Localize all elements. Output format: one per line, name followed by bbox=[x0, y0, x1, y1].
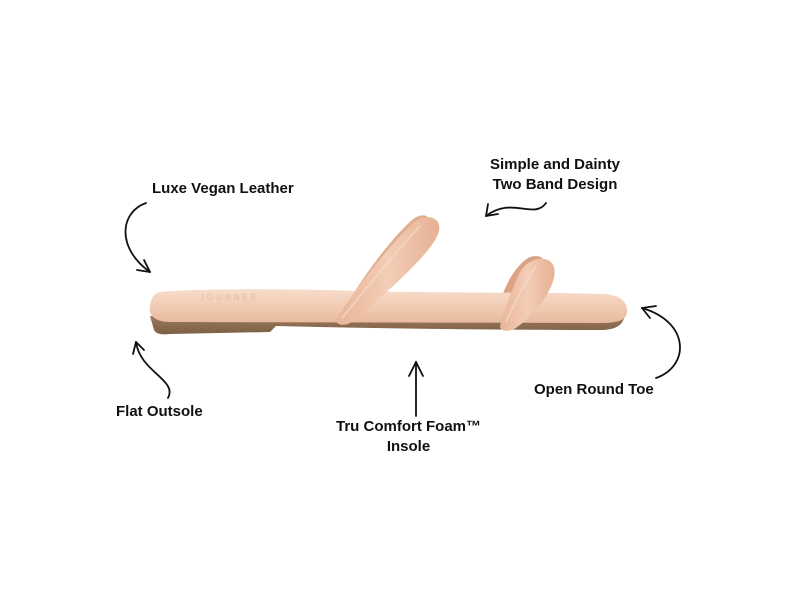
arrow-insole bbox=[408, 361, 424, 417]
callout-text-line-1: Tru Comfort Foam™ bbox=[336, 418, 481, 435]
callout-open-round-toe: Open Round Toe bbox=[534, 380, 654, 400]
callout-text: Open Round Toe bbox=[534, 381, 654, 398]
callout-text-line-2: Insole bbox=[386, 438, 431, 455]
svg-text:JOURNEE: JOURNEE bbox=[200, 293, 259, 302]
arrow-leather bbox=[124, 202, 151, 273]
arrow-outsole bbox=[132, 341, 171, 399]
strap-one bbox=[336, 217, 440, 325]
callout-text: Flat Outsole bbox=[116, 403, 203, 420]
callout-text-line-1: Simple and Dainty bbox=[490, 156, 621, 173]
callout-luxe-vegan-leather: Luxe Vegan Leather bbox=[152, 179, 294, 199]
callout-text-line-2: Two Band Design bbox=[492, 176, 618, 193]
callout-comfort-foam-insole: Tru Comfort Foam™ Insole bbox=[336, 417, 481, 457]
arrow-band bbox=[485, 202, 547, 217]
strap-two bbox=[500, 258, 555, 331]
callout-flat-outsole: Flat Outsole bbox=[116, 402, 203, 422]
callout-two-band-design: Simple and Dainty Two Band Design bbox=[490, 155, 620, 195]
callout-text: Luxe Vegan Leather bbox=[152, 180, 294, 197]
insole: JOURNEE bbox=[149, 289, 628, 323]
arrow-toe bbox=[641, 305, 681, 379]
